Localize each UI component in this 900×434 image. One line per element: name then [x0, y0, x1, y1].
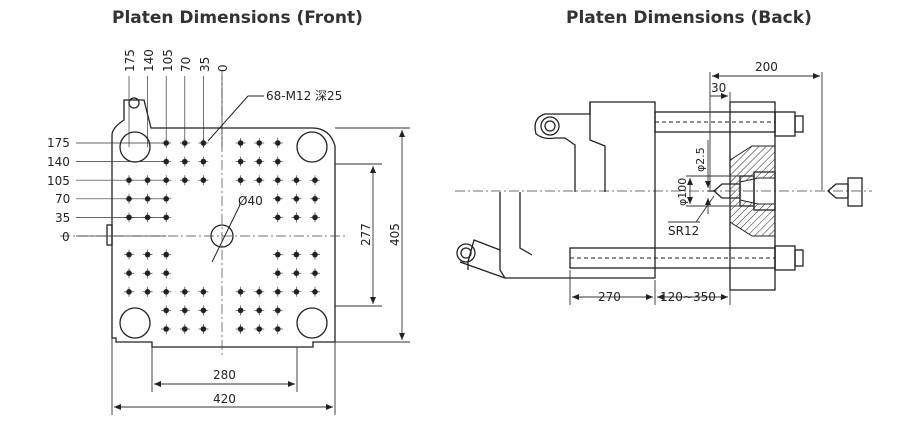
dim-phi-100: φ100 [676, 178, 689, 206]
left-tick-label: 0 [62, 230, 70, 244]
front-dimensions [111, 127, 410, 415]
center-bore-leader [211, 204, 241, 263]
top-tick-label: 70 [179, 57, 193, 72]
top-tick-label: 0 [216, 64, 230, 72]
front-platen-left-tab [106, 224, 113, 246]
rear-platen [729, 101, 776, 291]
dim-270: 270 [598, 290, 621, 304]
dim-200: 200 [755, 60, 778, 74]
back-frame-lower-web [499, 192, 533, 256]
back-frame-web [589, 102, 606, 192]
front-top-tick-labels: 175 140 105 70 35 0 [123, 49, 230, 72]
lower-tie-bar-nut [774, 245, 796, 271]
front-platen-outline [111, 99, 336, 348]
injection-unit-head [847, 177, 863, 207]
top-tick-label: 140 [142, 49, 156, 72]
upper-tie-bar-nut [774, 111, 796, 137]
dim-stroke-range: 120~350 [660, 290, 716, 304]
dim-277: 277 [359, 223, 373, 246]
nozzle [713, 183, 741, 199]
front-platen-title: Platen Dimensions (Front) [112, 8, 363, 28]
left-tick-label: 140 [47, 155, 70, 169]
left-tick-label: 175 [47, 136, 70, 150]
front-platen [60, 70, 345, 355]
tie-bar-bore-bottom-left [119, 307, 151, 339]
tie-bar-bore-top-left [119, 131, 151, 163]
front-mounting-holes [124, 138, 320, 334]
front-left-tick-labels: 175 140 105 70 35 0 [47, 136, 70, 244]
back-lower-pivot [456, 243, 476, 263]
back-platen-assembly [455, 72, 872, 305]
left-tick-label: 70 [55, 192, 70, 206]
back-dimensions [569, 72, 823, 305]
top-tick-label: 35 [198, 57, 212, 72]
back-platen-title: Platen Dimensions (Back) [566, 8, 812, 28]
dim-280: 280 [213, 368, 236, 382]
tie-bar-bore-bottom-right [296, 307, 328, 339]
top-tick-label: 175 [123, 49, 137, 72]
dim-sr12: SR12 [668, 224, 699, 238]
left-tick-label: 105 [47, 174, 70, 188]
back-upper-pivot [540, 116, 560, 136]
center-bore-label: Ø40 [238, 194, 263, 208]
front-grid-guides [76, 76, 223, 237]
left-tick-label: 35 [55, 211, 70, 225]
dim-405: 405 [388, 223, 402, 246]
dim-30: 30 [711, 81, 726, 95]
dim-phi-2-5: φ2.5 [694, 147, 707, 172]
tie-bar-bore-top-right [296, 131, 328, 163]
hole-spec-label: 68-M12 深25 [266, 89, 342, 103]
top-tick-label: 105 [161, 49, 175, 72]
back-frame-bracket [467, 101, 656, 279]
dim-420: 420 [213, 392, 236, 406]
hole-label-leader [207, 95, 249, 142]
